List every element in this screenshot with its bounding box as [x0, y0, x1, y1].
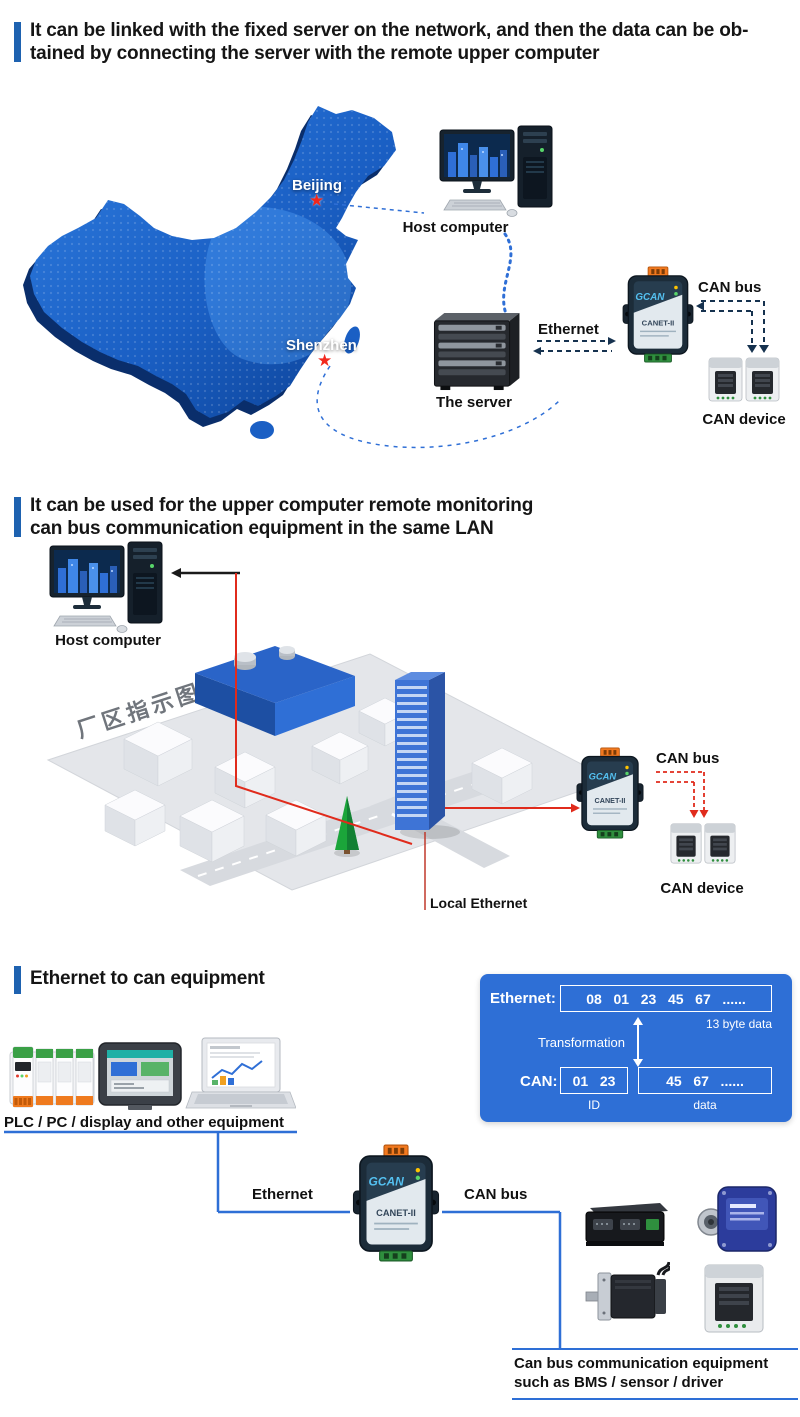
section1-heading: It can be linked with the fixed server o…: [30, 19, 794, 65]
section3-heading: Ethernet to can equipment: [30, 968, 265, 989]
ethernet-bytes-box: 08 01 23 45 67 ......: [560, 985, 772, 1012]
host-computer-label: Host computer: [55, 632, 161, 649]
equipment-caption: PLC / PC / display and other equipment: [4, 1114, 285, 1131]
hmi-display-image: [98, 1042, 182, 1110]
ethernet-label: Ethernet: [538, 321, 599, 338]
bms-converter-image: [585, 1203, 668, 1246]
host-computer-label: Host computer: [402, 219, 509, 236]
protocol-panel: Ethernet: 08 01 23 45 67 ...... 13 byte …: [480, 974, 792, 1122]
heading-line: can bus communication equipment in the s…: [30, 518, 494, 539]
sensor-image: [697, 1186, 777, 1252]
laptop-image: [185, 1037, 296, 1109]
id-caption: ID: [588, 1098, 600, 1112]
shenzhen-star-icon: ★: [317, 351, 333, 370]
hainan-island: [250, 421, 274, 439]
can-device-label: CAN device: [702, 411, 786, 428]
heading-accent-bar: [14, 497, 21, 537]
skyscraper: [395, 672, 460, 839]
local-ethernet-label: Local Ethernet: [430, 895, 528, 911]
can-data-box: 45 67 ......: [638, 1067, 772, 1094]
canet-device: [576, 747, 644, 839]
can-device-image: [670, 820, 736, 866]
heading-accent-bar: [14, 22, 21, 62]
canet-device: [352, 1144, 440, 1262]
shenzhen-label: Shenzhen: [286, 337, 357, 354]
beijing-star-icon: ★: [309, 191, 325, 210]
can-bus-label: CAN bus: [698, 279, 762, 296]
can-device-image: [708, 354, 780, 404]
bottom-caption-line: such as BMS / sensor / driver: [514, 1374, 724, 1391]
transformation-label: Transformation: [538, 1035, 625, 1050]
ethernet-label: Ethernet: [252, 1186, 313, 1203]
can-id-box: 01 23: [560, 1067, 628, 1094]
china-map: [23, 106, 396, 439]
byte-note: 13 byte data: [705, 1017, 772, 1031]
canet-device: [622, 266, 694, 363]
heading-line: tained by connecting the server with the…: [30, 43, 600, 64]
heading-accent-bar: [14, 966, 21, 994]
can-module-image: [704, 1264, 764, 1333]
plc-image: [9, 1046, 95, 1108]
host-computer-image: [439, 125, 553, 217]
data-caption: data: [693, 1098, 717, 1112]
servo-motor-image: [585, 1261, 670, 1321]
heading-line: It can be used for the upper computer re…: [30, 495, 534, 516]
beijing-label: Beijing: [292, 177, 343, 194]
can-bus-label: CAN bus: [656, 750, 720, 767]
panel-can-label: CAN:: [520, 1073, 558, 1090]
panel-ethernet-label: Ethernet:: [490, 990, 556, 1007]
server-label: The server: [436, 394, 512, 411]
server-image: [433, 312, 520, 391]
transformation-arrow-icon: [633, 1017, 643, 1067]
white-buildings-front: [104, 747, 533, 863]
bottom-caption-line: Can bus communication equipment: [514, 1355, 769, 1372]
can-bus-label: CAN bus: [464, 1186, 528, 1203]
heading-line: It can be linked with the fixed server o…: [30, 20, 749, 41]
taiwan-island: [344, 326, 360, 354]
section2-heading: It can be used for the upper computer re…: [30, 494, 750, 540]
red-network-lines: [235, 658, 580, 910]
bottom-caption: Can bus communication equipment such as …: [512, 1348, 798, 1400]
factory-isometric-scene: 厂区指示图: [46, 646, 614, 910]
can-device-label: CAN device: [660, 880, 744, 897]
